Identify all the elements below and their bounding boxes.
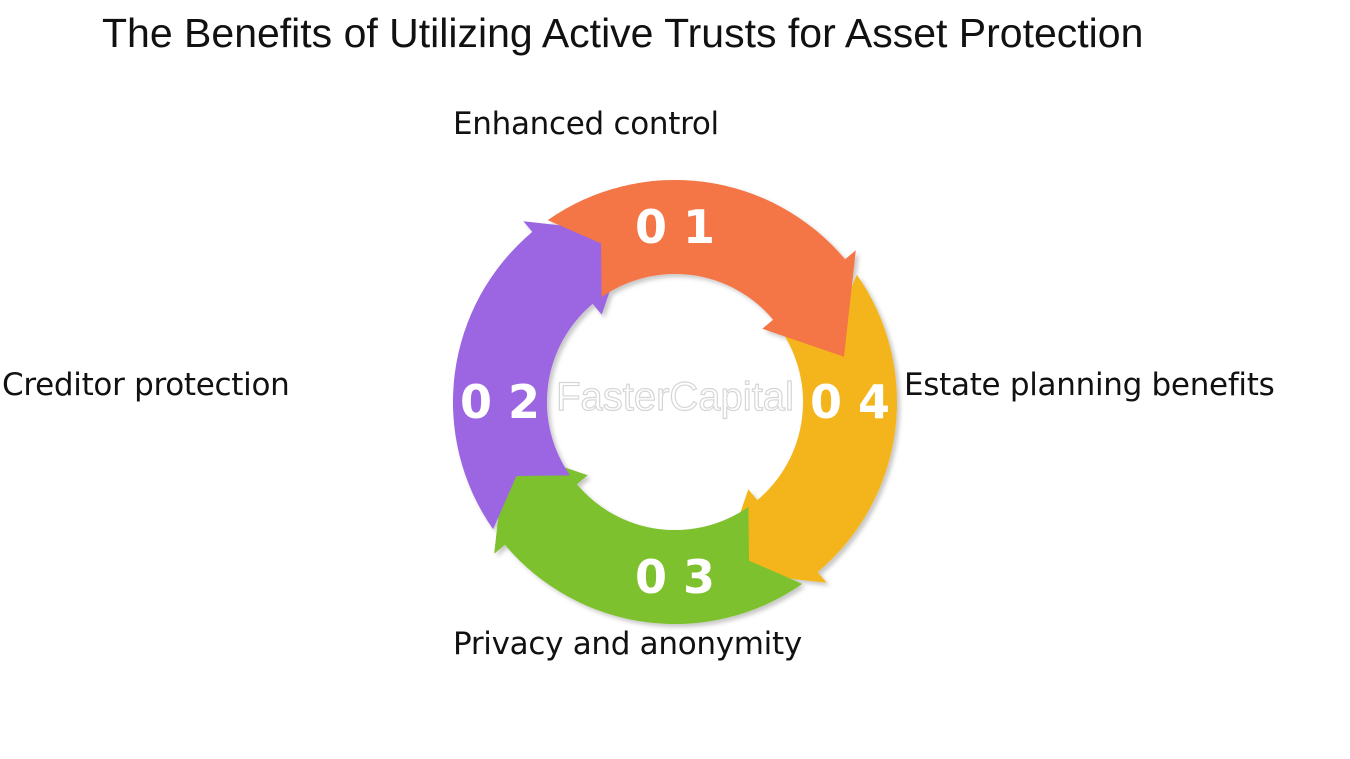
step-3-label: Privacy and anonymity xyxy=(453,626,802,662)
watermark-text: FasterCapital xyxy=(556,375,794,419)
diagram-title: The Benefits of Utilizing Active Trusts … xyxy=(102,10,1144,56)
step-1-number: 0 1 xyxy=(635,200,715,254)
step-3-number: 0 3 xyxy=(635,550,715,604)
step-2-label: Creditor protection xyxy=(2,367,290,403)
step-4-label: Estate planning benefits xyxy=(904,367,1275,403)
arrow-segment-4 xyxy=(720,274,898,583)
arrow-segment-2 xyxy=(452,221,630,530)
step-1-label: Enhanced control xyxy=(453,106,719,142)
arrow-segment-3 xyxy=(494,447,803,625)
step-2-number: 0 2 xyxy=(460,375,540,429)
arrow-segment-1 xyxy=(547,179,856,357)
step-4-number: 0 4 xyxy=(810,375,890,429)
